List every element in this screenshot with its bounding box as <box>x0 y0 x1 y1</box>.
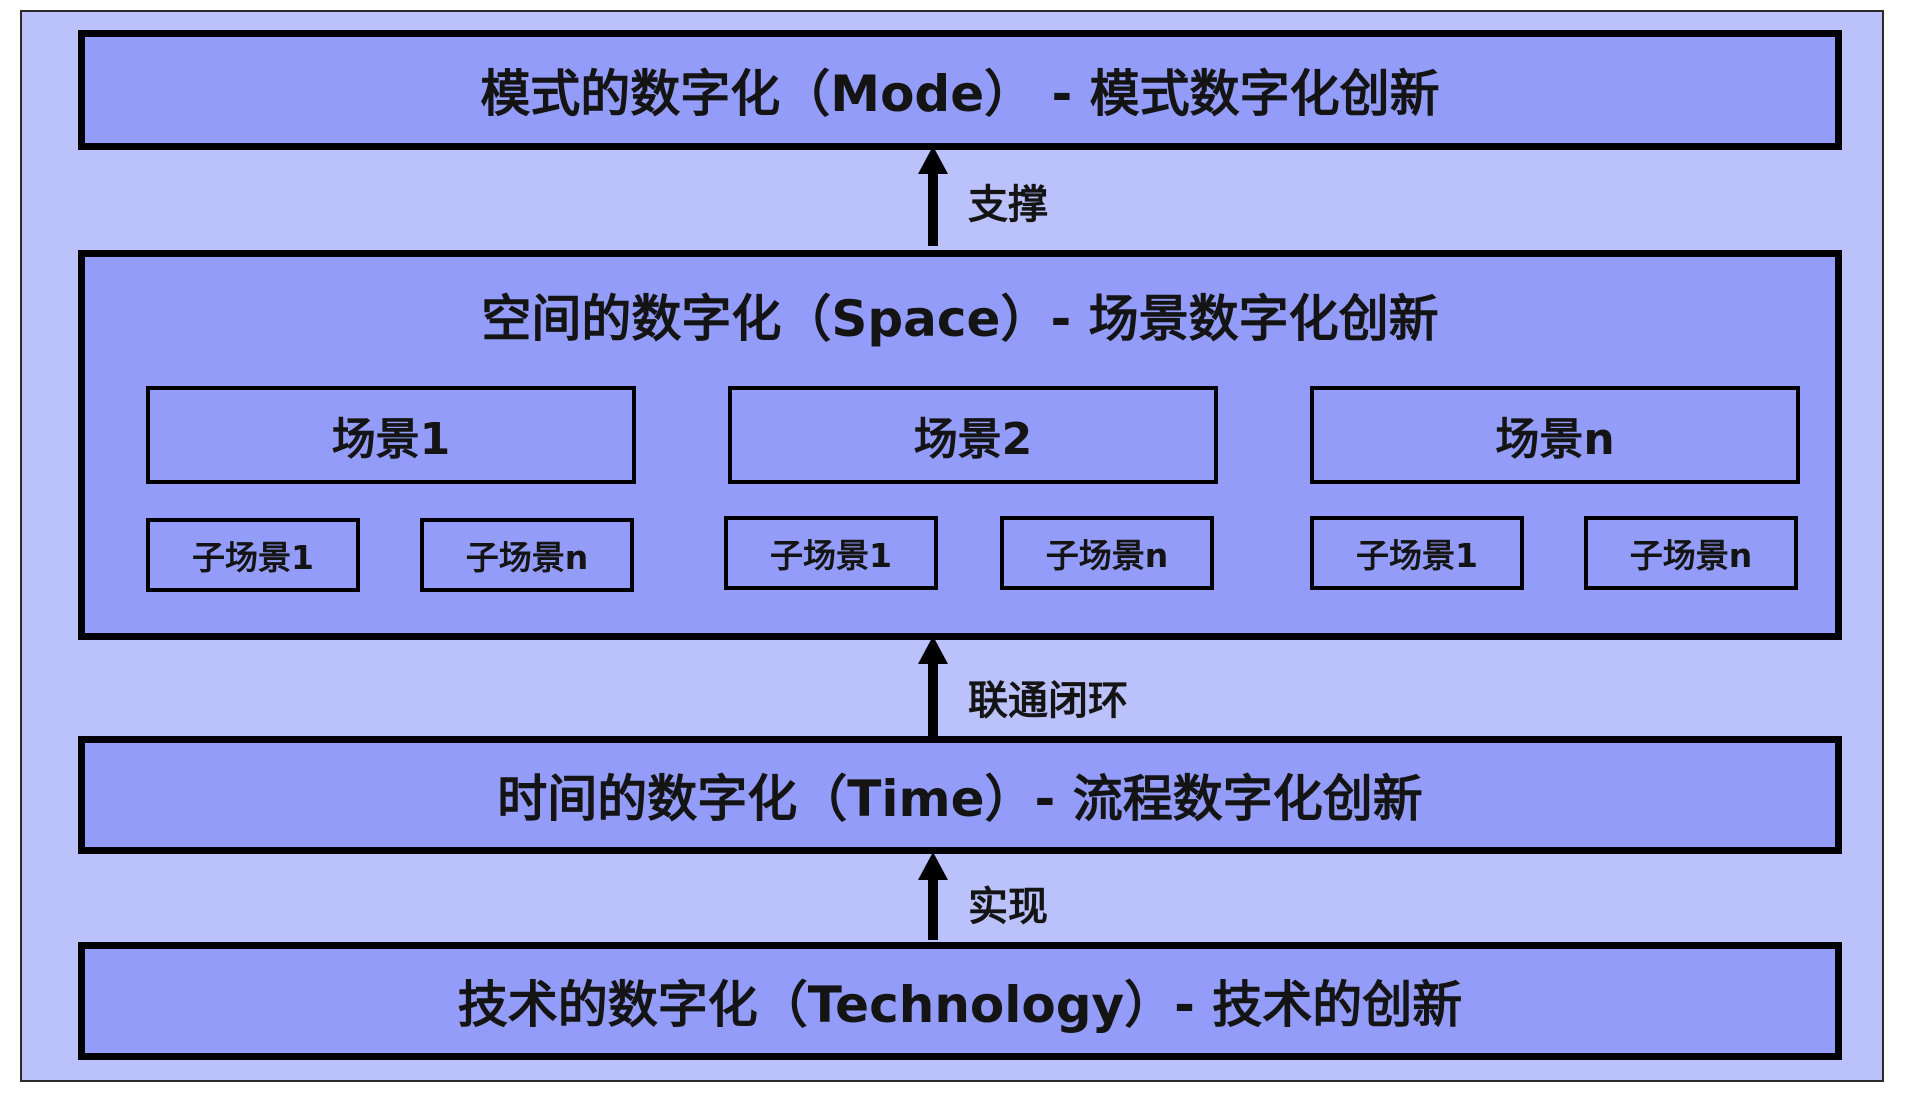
scene-label: 场景1 <box>331 414 451 465</box>
sub-scene-label: 子场景1 <box>192 538 314 577</box>
sub-scene-box: 子场景1 <box>1310 516 1524 590</box>
sub-scene-label: 子场景1 <box>770 536 892 575</box>
realize-arrow <box>918 852 948 940</box>
sub-scene-box: 子场景n <box>1000 516 1214 590</box>
sub-scene-label: 子场景n <box>1045 536 1169 575</box>
time-layer-box: 时间的数字化（Time）- 流程数字化创新 <box>78 736 1842 854</box>
sub-scene-label: 子场景n <box>465 538 589 577</box>
support-arrow-label: 支撑 <box>968 182 1048 228</box>
sub-scene-label: 子场景n <box>1629 536 1753 575</box>
connect-arrow-label: 联通闭环 <box>968 678 1128 724</box>
mode-layer-title: 模式的数字化（Mode） - 模式数字化创新 <box>480 65 1440 123</box>
sub-scene-box: 子场景1 <box>146 518 360 592</box>
scene-box: 场景n <box>1310 386 1800 484</box>
sub-scene-box: 子场景1 <box>724 516 938 590</box>
mode-layer-box: 模式的数字化（Mode） - 模式数字化创新 <box>78 30 1842 150</box>
sub-scene-box: 子场景n <box>420 518 634 592</box>
space-layer-title: 空间的数字化（Space）- 场景数字化创新 <box>481 290 1439 348</box>
time-layer-title: 时间的数字化（Time）- 流程数字化创新 <box>497 770 1423 828</box>
scene-label: 场景2 <box>913 414 1033 465</box>
support-arrow <box>918 146 948 246</box>
connect-arrow <box>918 636 948 738</box>
scene-box: 场景2 <box>728 386 1218 484</box>
technology-layer-title: 技术的数字化（Technology）- 技术的创新 <box>457 976 1463 1034</box>
sub-scene-label: 子场景1 <box>1356 536 1478 575</box>
realize-arrow-label: 实现 <box>968 884 1048 930</box>
scene-label: 场景n <box>1495 414 1615 465</box>
sub-scene-box: 子场景n <box>1584 516 1798 590</box>
technology-layer-box: 技术的数字化（Technology）- 技术的创新 <box>78 942 1842 1060</box>
scene-box: 场景1 <box>146 386 636 484</box>
